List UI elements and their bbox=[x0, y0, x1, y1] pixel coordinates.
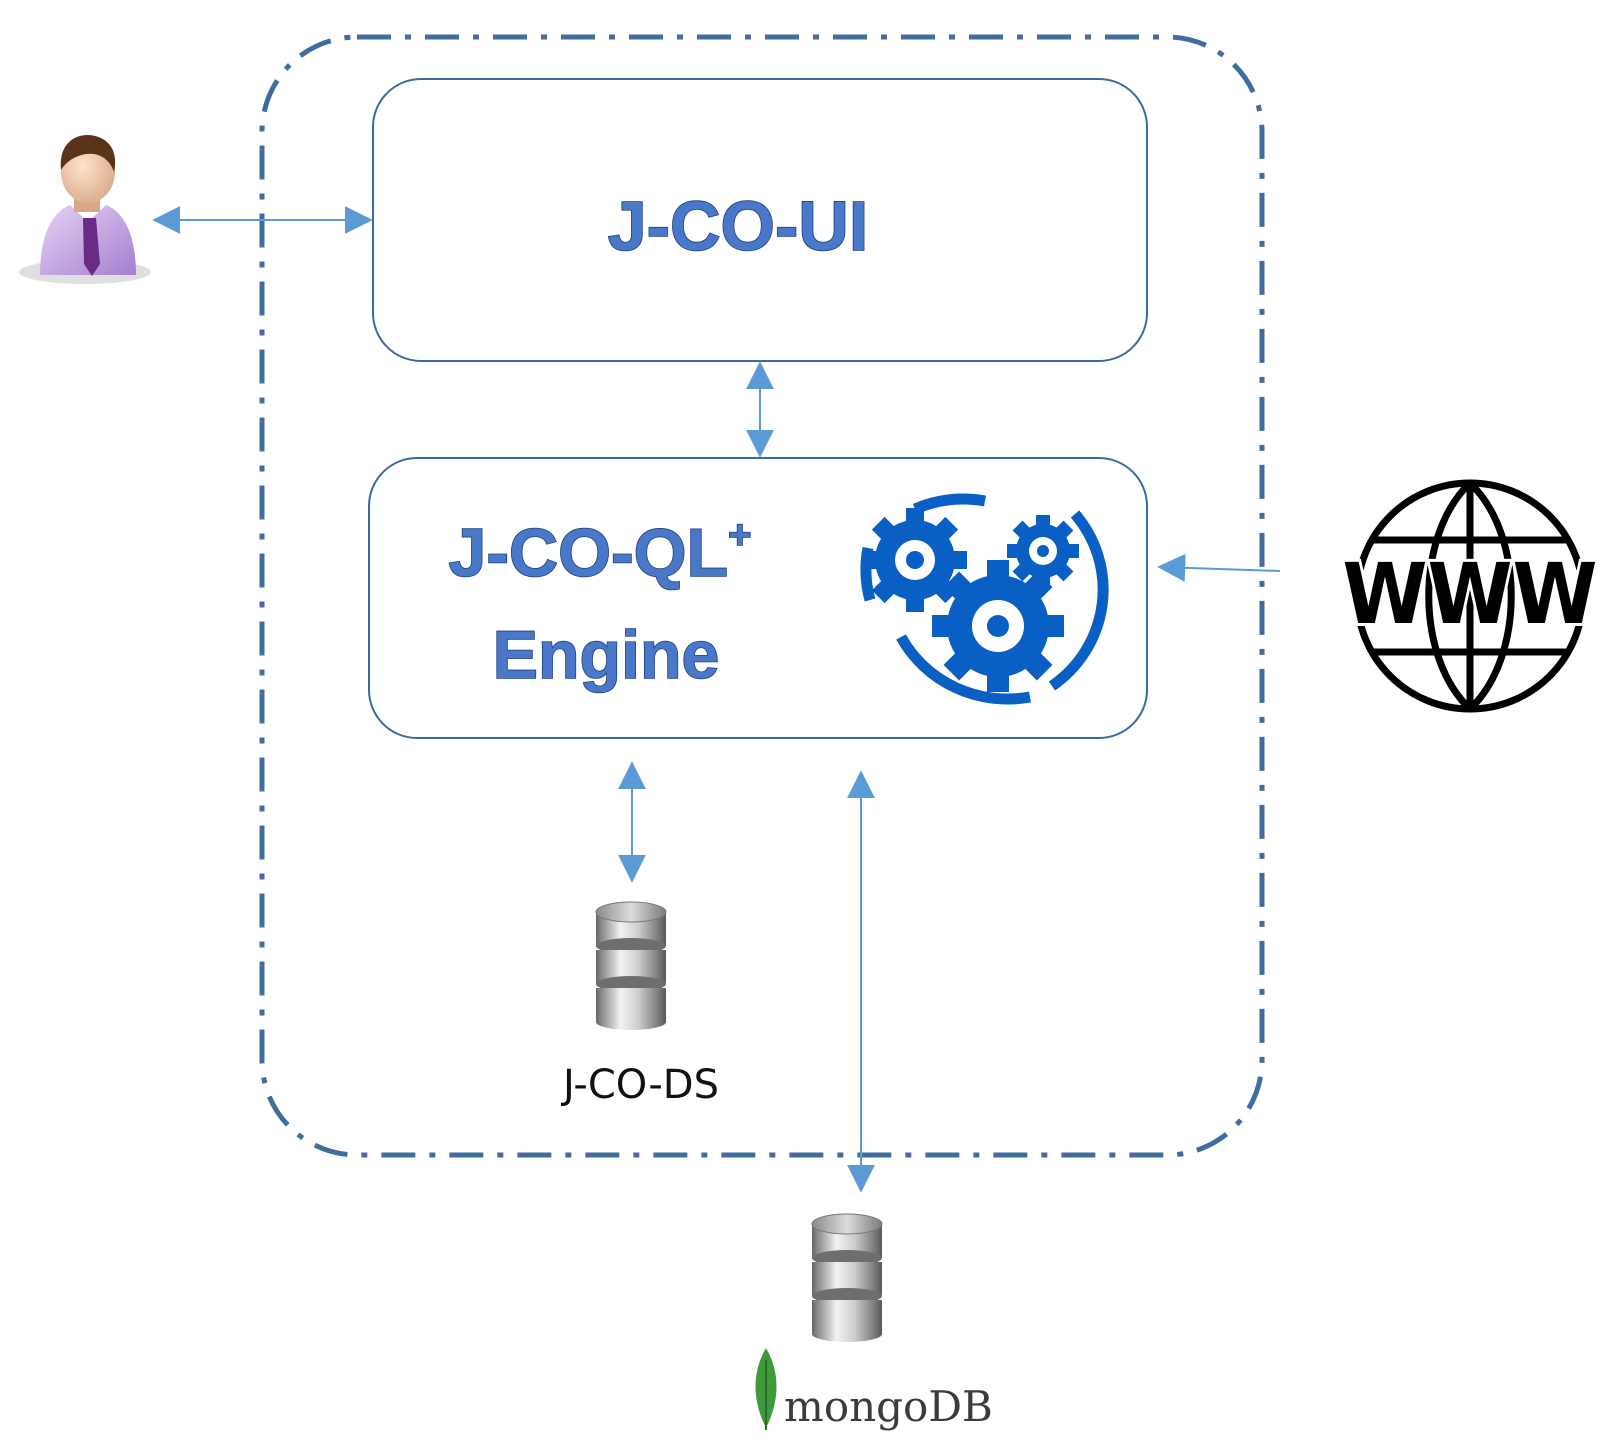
engine-title: J-CO-QL+ bbox=[449, 513, 752, 591]
mongodb-label: mongoDB bbox=[784, 1382, 993, 1431]
ui-box bbox=[372, 78, 1148, 362]
ui-title: J-CO-UI bbox=[608, 187, 869, 265]
database-icon bbox=[595, 901, 667, 1031]
gears-icon bbox=[860, 493, 1109, 705]
engine-subtitle: Engine bbox=[493, 617, 720, 693]
www-label: WWW bbox=[1343, 545, 1598, 643]
web-engine-connector bbox=[1157, 553, 1281, 582]
engine-title-superscript: + bbox=[728, 513, 751, 557]
data-store-label: J-CO-DS bbox=[560, 1062, 719, 1108]
globe-icon bbox=[1353, 479, 1587, 713]
mongodb-database-icon bbox=[811, 1213, 883, 1343]
user-icon bbox=[19, 135, 151, 284]
